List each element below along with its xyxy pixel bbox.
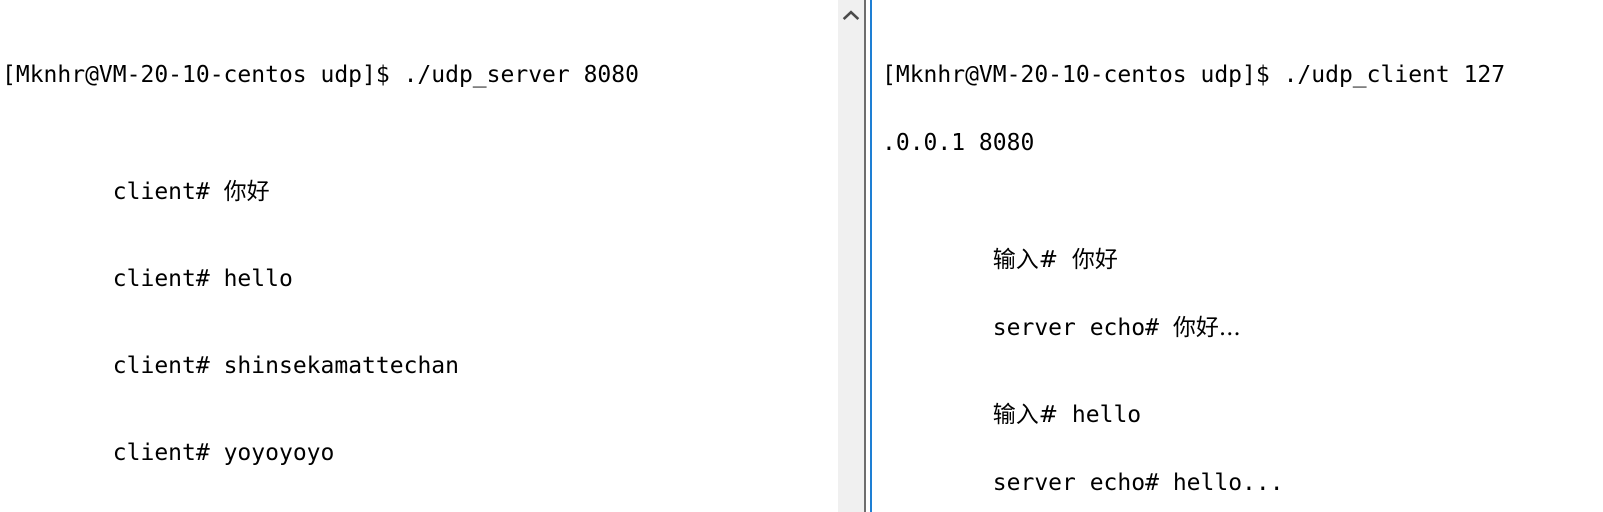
- server-log-line: client# 你好: [2, 147, 838, 205]
- client-input-text: hello: [1071, 402, 1142, 428]
- client-echo-prefix: server echo#: [992, 470, 1159, 496]
- udp-server-terminal-pane[interactable]: [Mknhr@VM-20-10-centos udp]$ ./udp_serve…: [0, 0, 838, 512]
- server-prompt-line: [Mknhr@VM-20-10-centos udp]$ ./udp_serve…: [2, 62, 639, 88]
- server-log-text: yoyoyoyo: [223, 440, 335, 466]
- client-input-prefix: 输入#: [992, 247, 1059, 273]
- scroll-up-button[interactable]: [838, 5, 864, 25]
- focused-pane-indicator: [870, 0, 872, 512]
- client-echo-line: server echo# 你好...: [882, 283, 1603, 341]
- server-log-line: client# yoyoyoyo: [2, 408, 838, 466]
- server-log-line: client# bokunosensou: [2, 495, 838, 512]
- server-log-text: shinsekamattechan: [223, 353, 459, 379]
- vertical-scrollbar[interactable]: [838, 0, 864, 512]
- server-log-text: hello: [223, 266, 293, 292]
- pane-divider[interactable]: [864, 0, 873, 512]
- client-prompt-line: [Mknhr@VM-20-10-centos udp]$ ./udp_clien…: [882, 62, 1506, 88]
- client-prompt-line-wrap: .0.0.1 8080: [882, 130, 1035, 156]
- udp-client-terminal-pane[interactable]: [Mknhr@VM-20-10-centos udp]$ ./udp_clien…: [873, 0, 1603, 512]
- client-terminal-output[interactable]: [Mknhr@VM-20-10-centos udp]$ ./udp_clien…: [873, 0, 1603, 512]
- client-echo-text: hello...: [1172, 470, 1284, 496]
- server-log-text: 你好: [223, 179, 270, 205]
- client-input-line: 输入# hello: [882, 370, 1603, 428]
- client-echo-line: server echo# hello...: [882, 438, 1603, 496]
- client-input-line: 输入# 你好: [882, 215, 1603, 273]
- divider-rule: [864, 0, 866, 512]
- server-log-prefix: client#: [112, 266, 210, 292]
- server-log-prefix: client#: [112, 353, 210, 379]
- chevron-up-icon: [842, 9, 860, 21]
- server-log-prefix: client#: [112, 179, 210, 205]
- client-echo-prefix: server echo#: [992, 315, 1159, 341]
- server-terminal-output[interactable]: [Mknhr@VM-20-10-centos udp]$ ./udp_serve…: [0, 0, 838, 512]
- client-input-prefix: 输入#: [992, 402, 1059, 428]
- server-log-line: client# shinsekamattechan: [2, 321, 838, 379]
- client-echo-text: 你好...: [1172, 315, 1241, 341]
- client-input-text: 你好: [1071, 247, 1118, 273]
- server-log-line: client# hello: [2, 234, 838, 292]
- server-log-prefix: client#: [112, 440, 210, 466]
